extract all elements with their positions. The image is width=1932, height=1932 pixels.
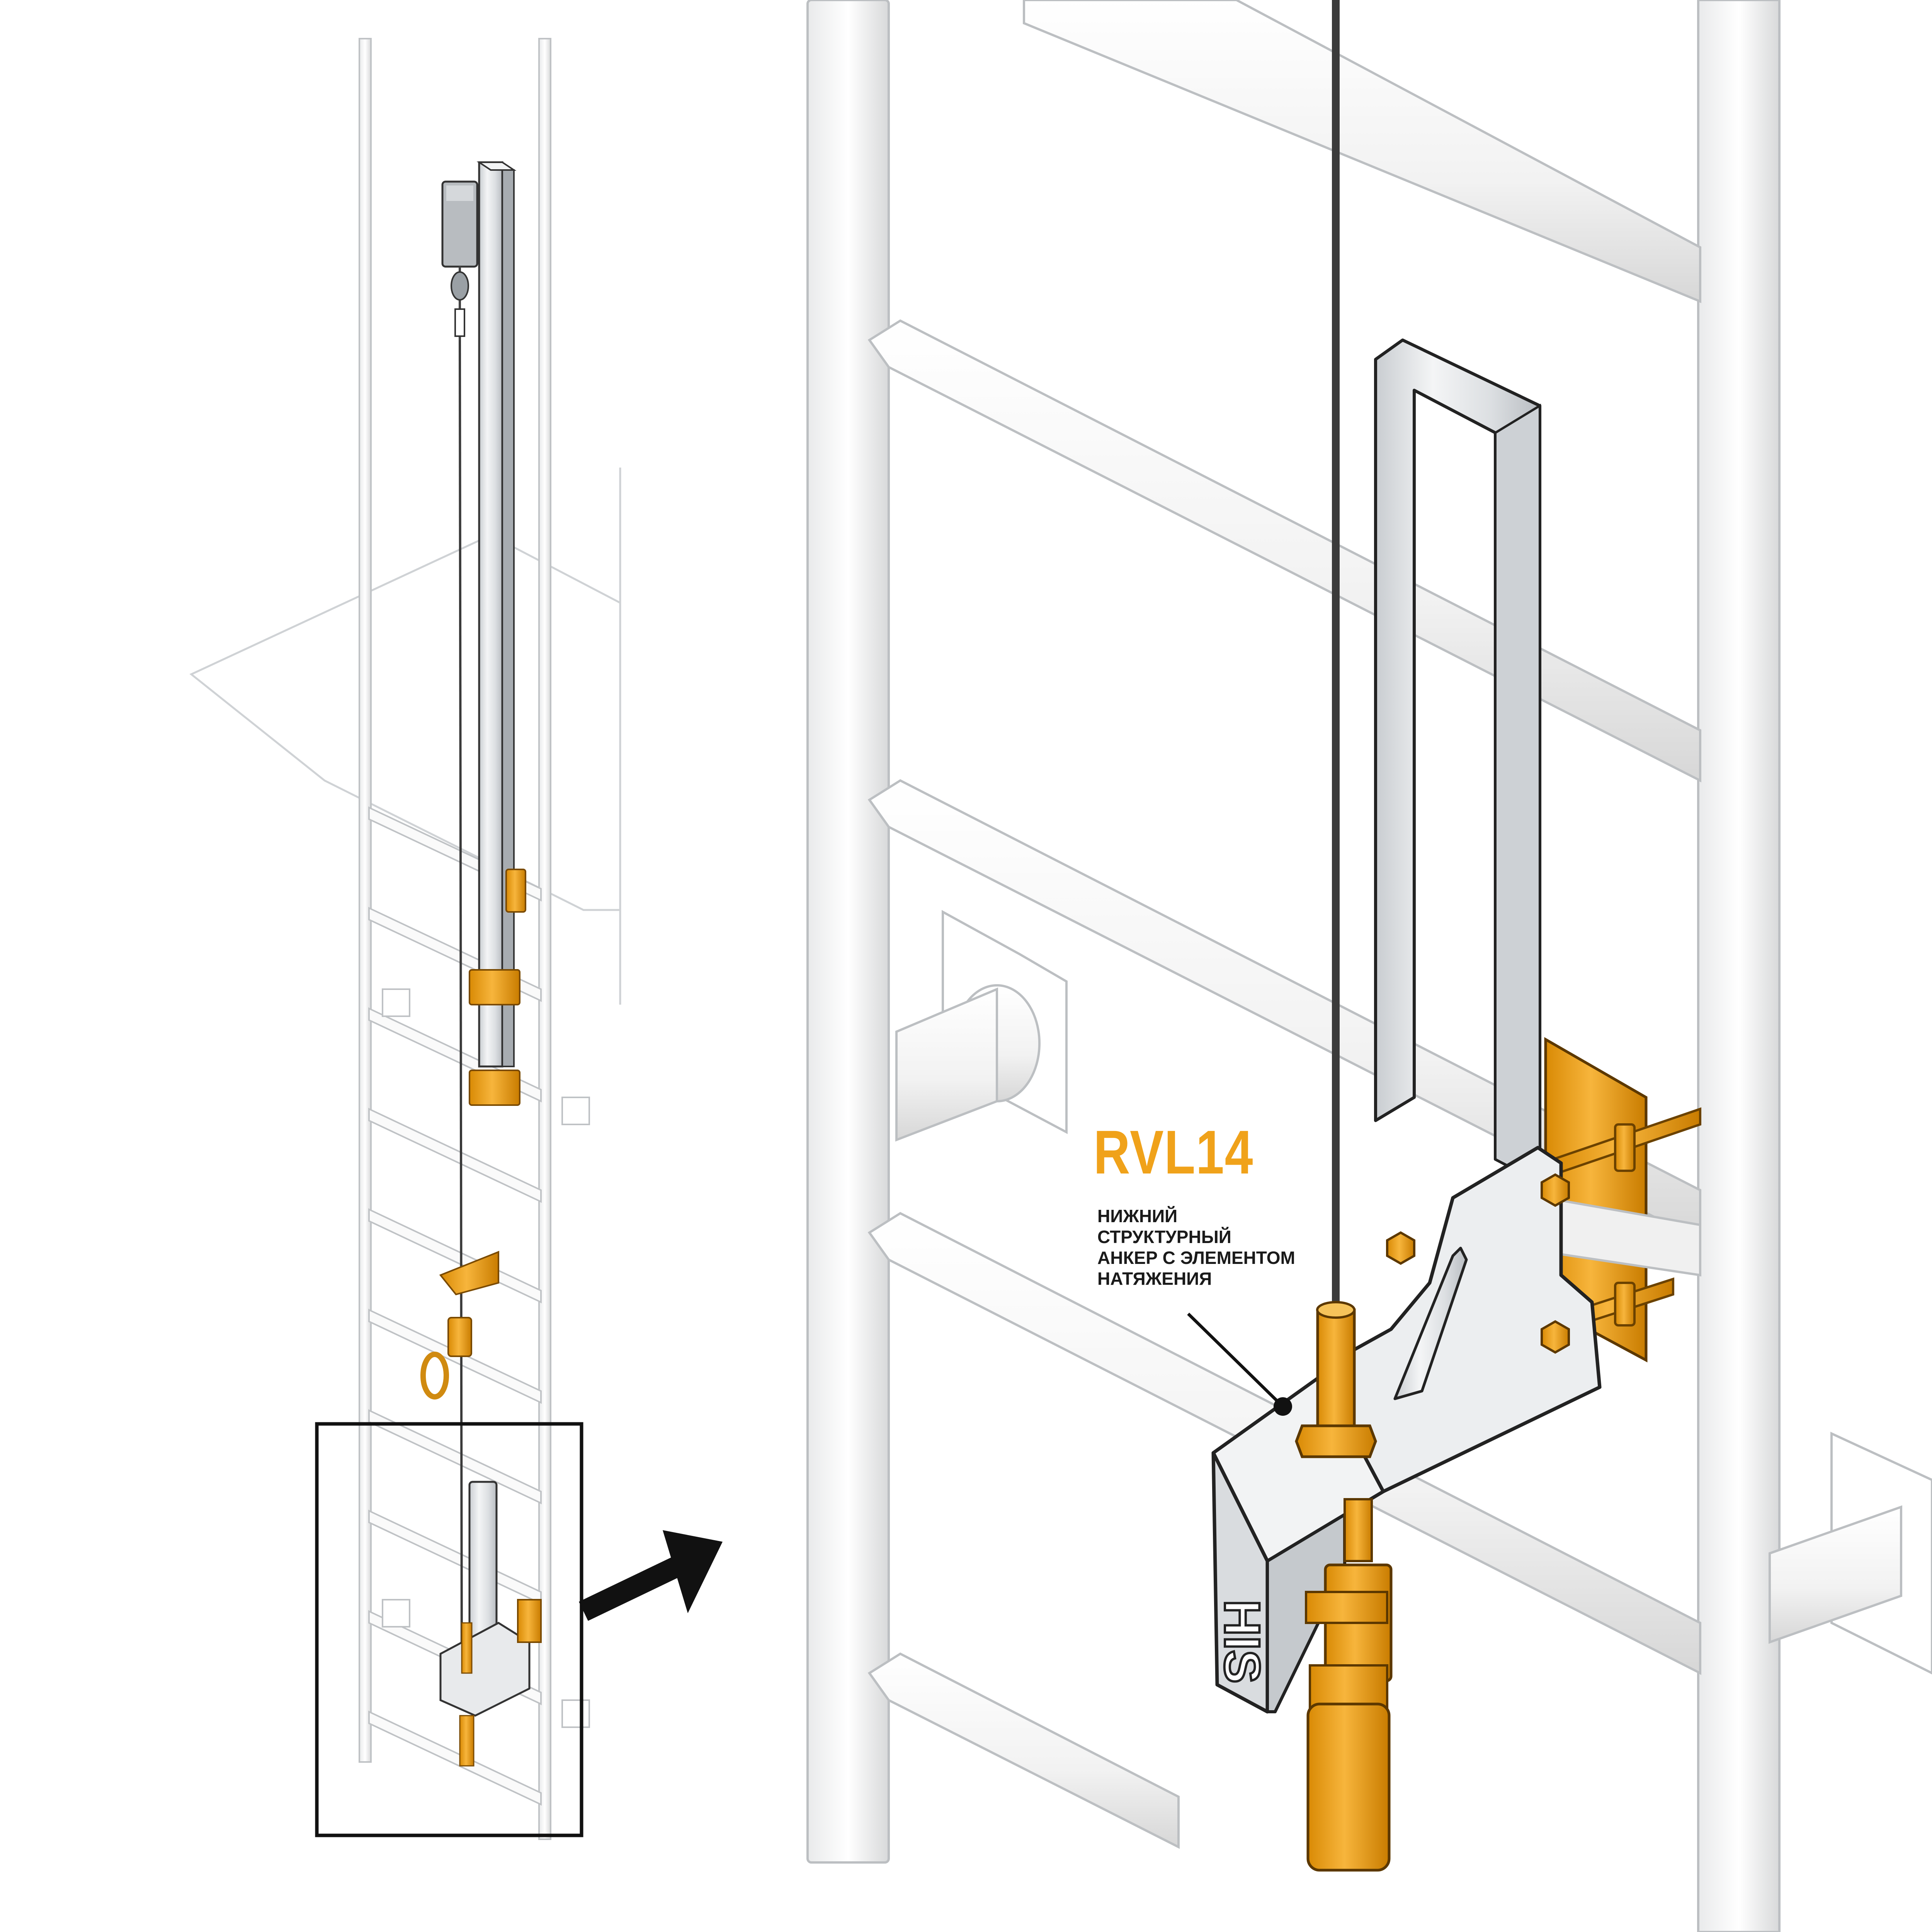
detail-illustration: HIS [806, 0, 1932, 1932]
bracket-logo: HIS [1214, 1600, 1270, 1684]
overview-rail-profile [469, 161, 526, 1106]
product-code: RVL14 [1094, 1117, 1254, 1187]
overview-fall-arrester [420, 1251, 499, 1400]
detail-highlight-frame [315, 1422, 583, 1837]
product-description: НИЖНИЙ СТРУКТУРНЫЙ АНКЕР С ЭЛЕМЕНТОМ НАТ… [1097, 1206, 1368, 1289]
tension-element [1295, 1301, 1393, 1872]
description-line-3: АНКЕР С ЭЛЕМЕНТОМ [1097, 1248, 1295, 1268]
platform-plane [189, 534, 621, 911]
wall-bracket-left [895, 910, 1068, 1142]
zoom-arrow [579, 1530, 723, 1621]
description-line-4: НАТЯЖЕНИЯ [1097, 1269, 1212, 1289]
description-line-2: СТРУКТУРНЫЙ [1097, 1227, 1231, 1247]
wall-bracket-right [1769, 1432, 1932, 1675]
top-anchor [441, 180, 478, 340]
rail-profile [1374, 338, 1541, 1184]
overview-illustration [189, 38, 621, 1840]
overview-lower-anchor [439, 1481, 542, 1767]
overview-cable [459, 340, 463, 1662]
description-line-1: НИЖНИЙ [1097, 1206, 1178, 1226]
steel-cable [1332, 0, 1340, 1314]
callout-leader [1187, 1313, 1292, 1416]
